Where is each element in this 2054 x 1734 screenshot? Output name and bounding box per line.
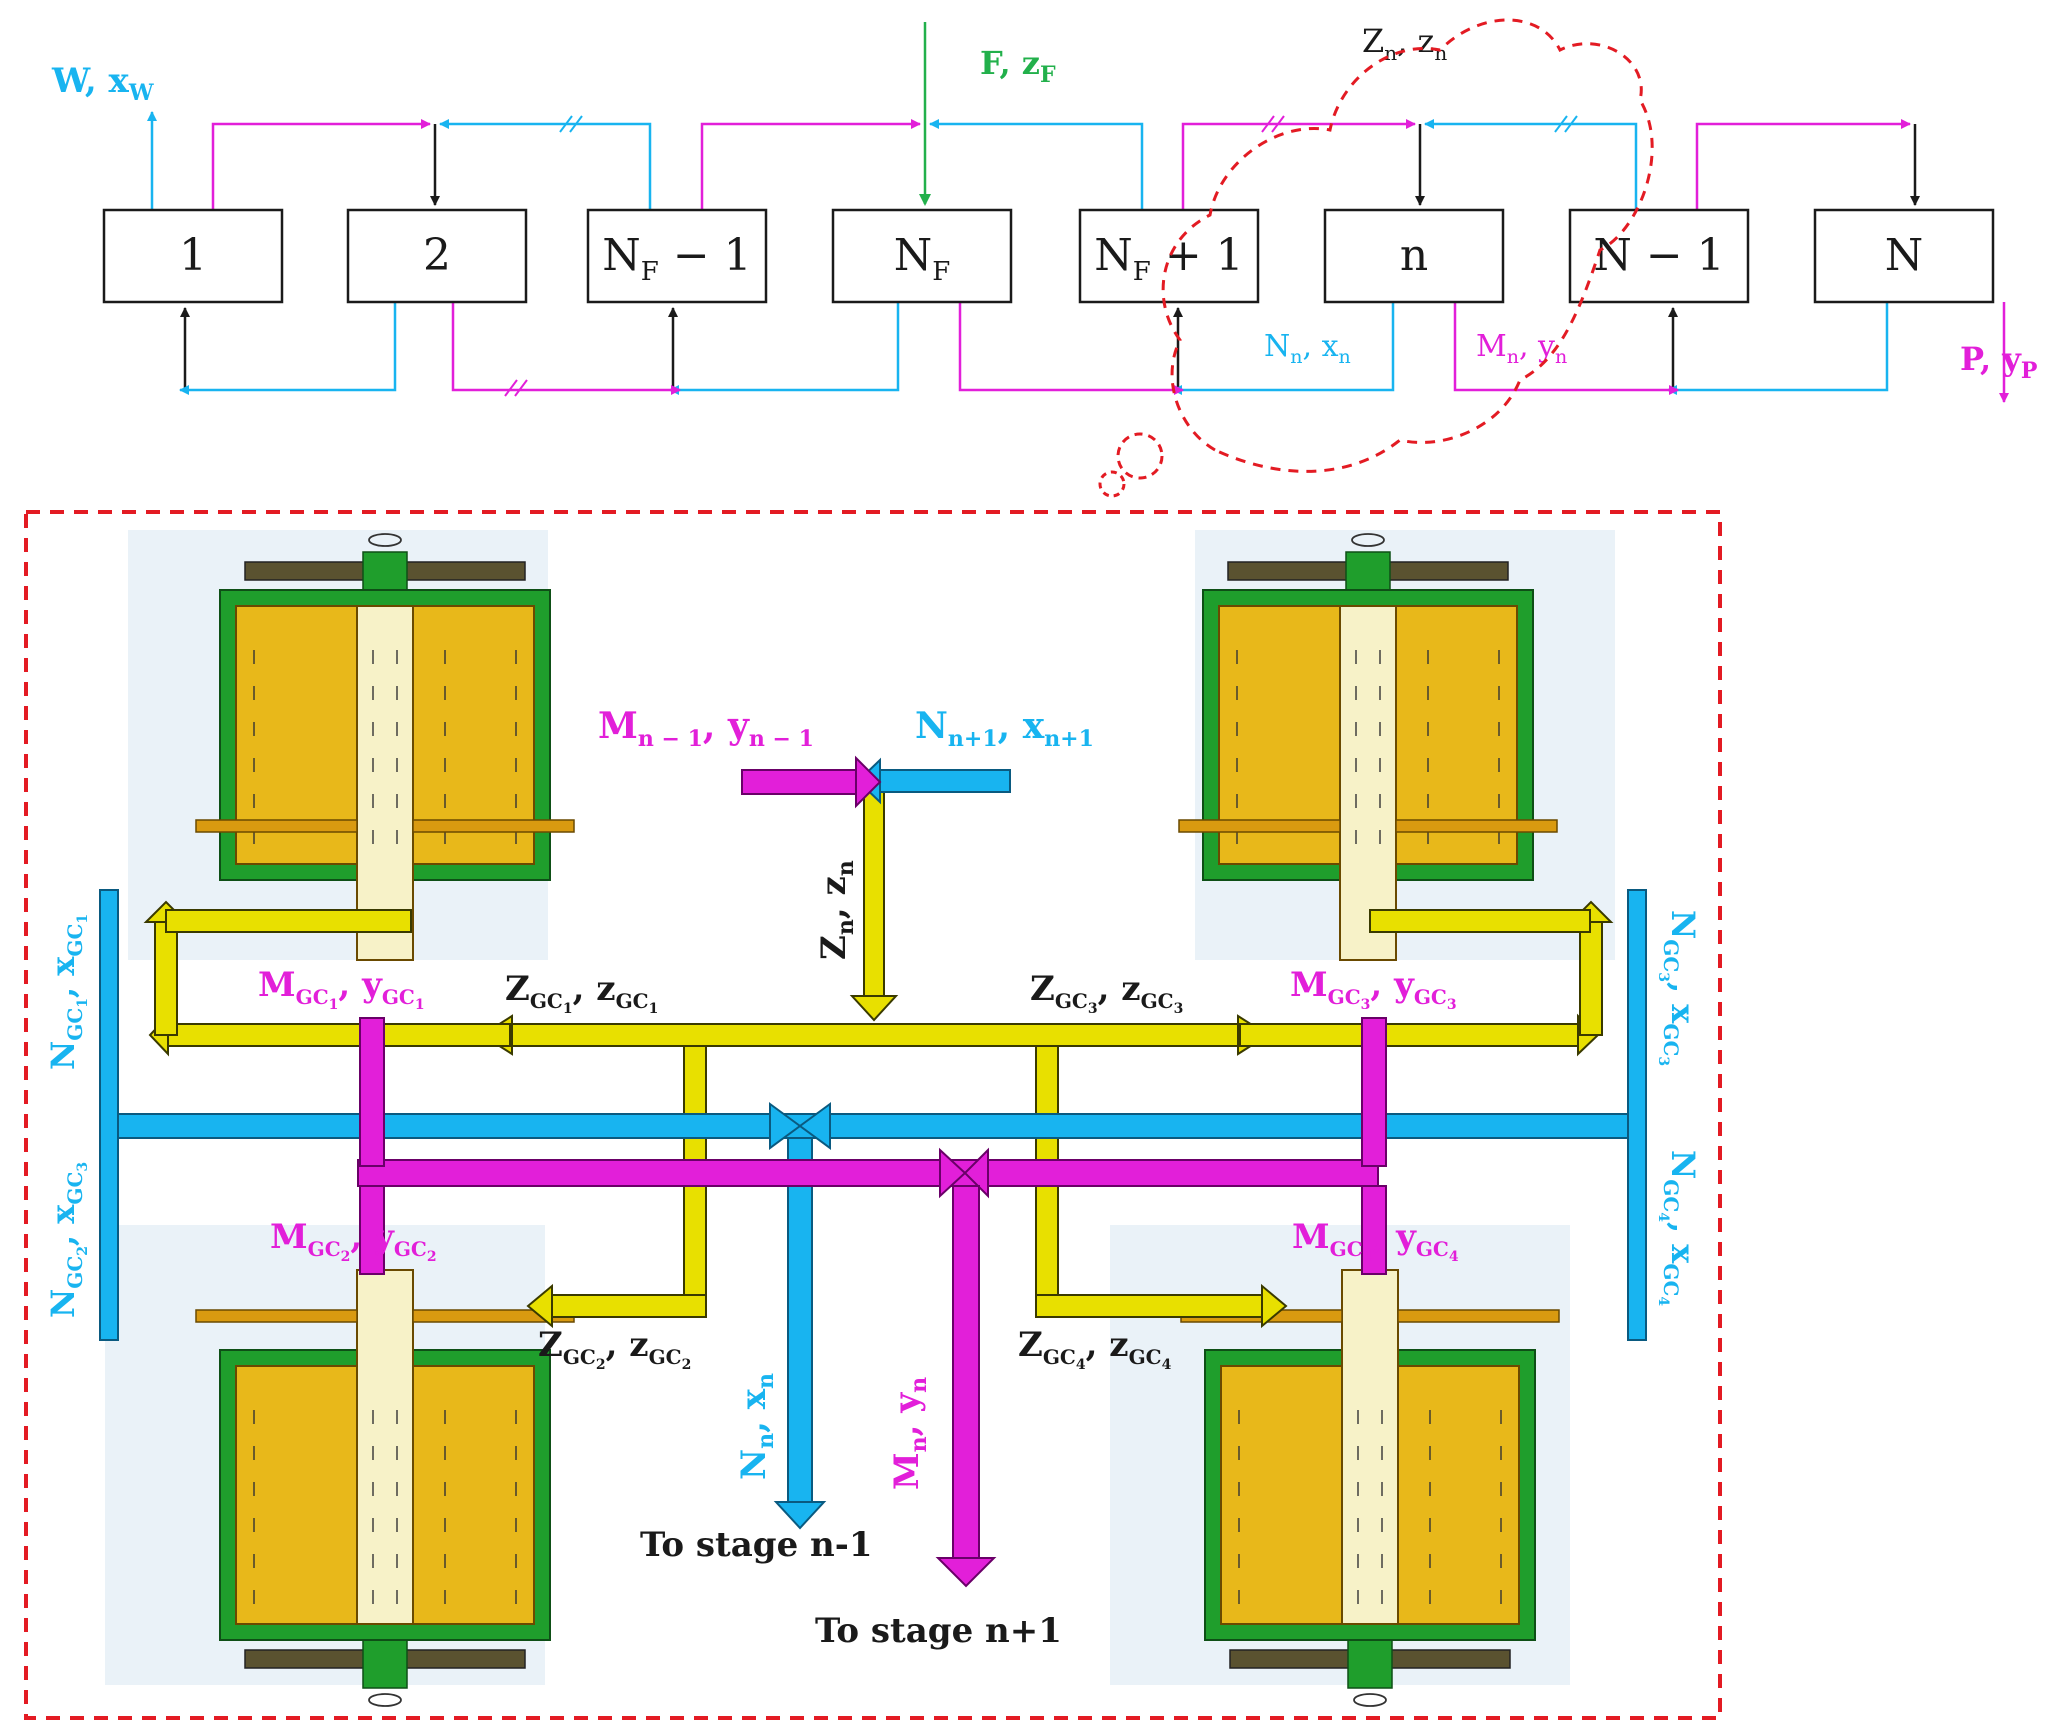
mgc4-label: MGC4, yGC4: [1292, 1217, 1459, 1265]
mgc3-label: MGC3, yGC3: [1290, 965, 1457, 1013]
stage-label: n: [1400, 230, 1428, 281]
ngc1-label: NGC1, xGC1: [44, 914, 91, 1070]
ngc3-label: NGC3, xGC3: [1655, 910, 1702, 1066]
cyan-bottom-lines: [179, 302, 1889, 395]
spindle: [1347, 1639, 1393, 1689]
stage-box: N: [1813, 208, 1995, 304]
to-next-stage: To stage n+1: [815, 1611, 1062, 1651]
stage-rect: [1568, 208, 1750, 304]
spindle: [362, 1639, 408, 1689]
cloud-bubble-large: [1116, 432, 1164, 480]
magenta-thick: [357, 755, 1387, 1588]
stage-rect: [1323, 208, 1505, 304]
ngc2-label: NGC2, xGC3: [44, 1162, 91, 1318]
stage-label: N: [1885, 230, 1924, 281]
stage-label: 2: [423, 230, 451, 281]
stage-rect: [102, 208, 284, 304]
detail-panel: Mn − 1, yn − 1 Nn+1, xn+1 Zn, zn ZGC1, z…: [24, 510, 1722, 1720]
zn-top-label: Zn, zn: [1362, 22, 1447, 65]
stage-box: NF + 1: [1078, 208, 1260, 304]
stage-label: NF + 1: [1094, 230, 1243, 287]
stage-boxes: 1 2 NF − 1 NF NF + 1 n N − 1 N: [102, 208, 1995, 304]
stage-box: N − 1: [1568, 208, 1750, 304]
mgc2-label: MGC2, yGC2: [270, 1217, 437, 1265]
mn1-label: Mn − 1, yn − 1: [598, 705, 814, 752]
break-marks: [504, 115, 1578, 397]
scoop-pipe: [195, 819, 358, 833]
gas-centrifuge-3: [1178, 533, 1558, 961]
stage-rect: [586, 208, 768, 304]
rotor-column: [356, 1269, 414, 1625]
rotor-column: [1341, 1269, 1399, 1625]
mn-top-label: Mn, yn: [1476, 329, 1567, 368]
scoop-pipe: [412, 819, 575, 833]
centrifuges: [195, 533, 1560, 1707]
nn1-label: Nn+1, xn+1: [915, 705, 1094, 752]
stage-rect: [346, 208, 528, 304]
magenta-bottom-lines: [451, 302, 2009, 403]
stage-rect: [1813, 208, 1995, 304]
stage-box: n: [1323, 208, 1505, 304]
zoom-cloud: [1161, 18, 1654, 473]
zgc2-label: ZGC2, zGC2: [538, 1325, 691, 1373]
stage-label: NF − 1: [602, 230, 751, 287]
scoop-pipe: [1397, 1309, 1560, 1323]
zn-detail-label: Zn, zn: [814, 860, 859, 960]
rotation-icon: [1351, 533, 1385, 547]
zgc4-label: ZGC4, zGC4: [1018, 1325, 1172, 1373]
scoop-pipe: [1178, 819, 1341, 833]
stage-box: 1: [102, 208, 284, 304]
nn-top-label: Nn, xn: [1264, 329, 1351, 368]
to-prev-stage: To stage n-1: [640, 1525, 873, 1565]
stage-label: 1: [179, 230, 207, 281]
stage-box: NF − 1: [586, 208, 768, 304]
rotor-column: [1339, 605, 1397, 961]
p-label: P, yP: [1960, 340, 2037, 384]
black-arrows: [180, 124, 1920, 390]
f-label: F, zF: [980, 44, 1056, 88]
mn-out-label: Mn, yn: [887, 1377, 932, 1490]
rotation-icon: [1353, 1693, 1387, 1707]
mgc1-label: MGC1, yGC1: [258, 965, 425, 1013]
gas-centrifuge-2: [195, 1269, 575, 1707]
cloud-bubble-small: [1098, 470, 1126, 498]
gas-centrifuge-4: [1180, 1269, 1560, 1707]
stage-box: 2: [346, 208, 528, 304]
zgc3-label: ZGC3, zGC3: [1030, 969, 1183, 1017]
stage-box: NF: [831, 208, 1013, 304]
zgc1-label: ZGC1, zGC1: [505, 969, 658, 1017]
cyan-top-lines: [147, 111, 1638, 210]
scoop-pipe: [195, 1309, 358, 1323]
stage-rect: [831, 208, 1013, 304]
stage-label: NF: [894, 230, 951, 287]
stage-label: N − 1: [1593, 230, 1724, 281]
stage-rect: [1078, 208, 1260, 304]
w-label: W, xW: [51, 61, 154, 106]
gas-centrifuge-1: [195, 533, 575, 961]
rotor-column: [356, 605, 414, 961]
rotation-icon: [368, 533, 402, 547]
ngc4-label: NGC4, xGC4: [1655, 1150, 1702, 1306]
nn-out-label: Nn, xn: [734, 1373, 779, 1480]
rotation-icon: [368, 1693, 402, 1707]
magenta-top-lines: [211, 119, 1911, 210]
scoop-pipe: [1395, 819, 1558, 833]
cascade-top: 1 2 NF − 1 NF NF + 1 n N − 1 N W, xW F, zF Zn, …: [51, 18, 2037, 498]
